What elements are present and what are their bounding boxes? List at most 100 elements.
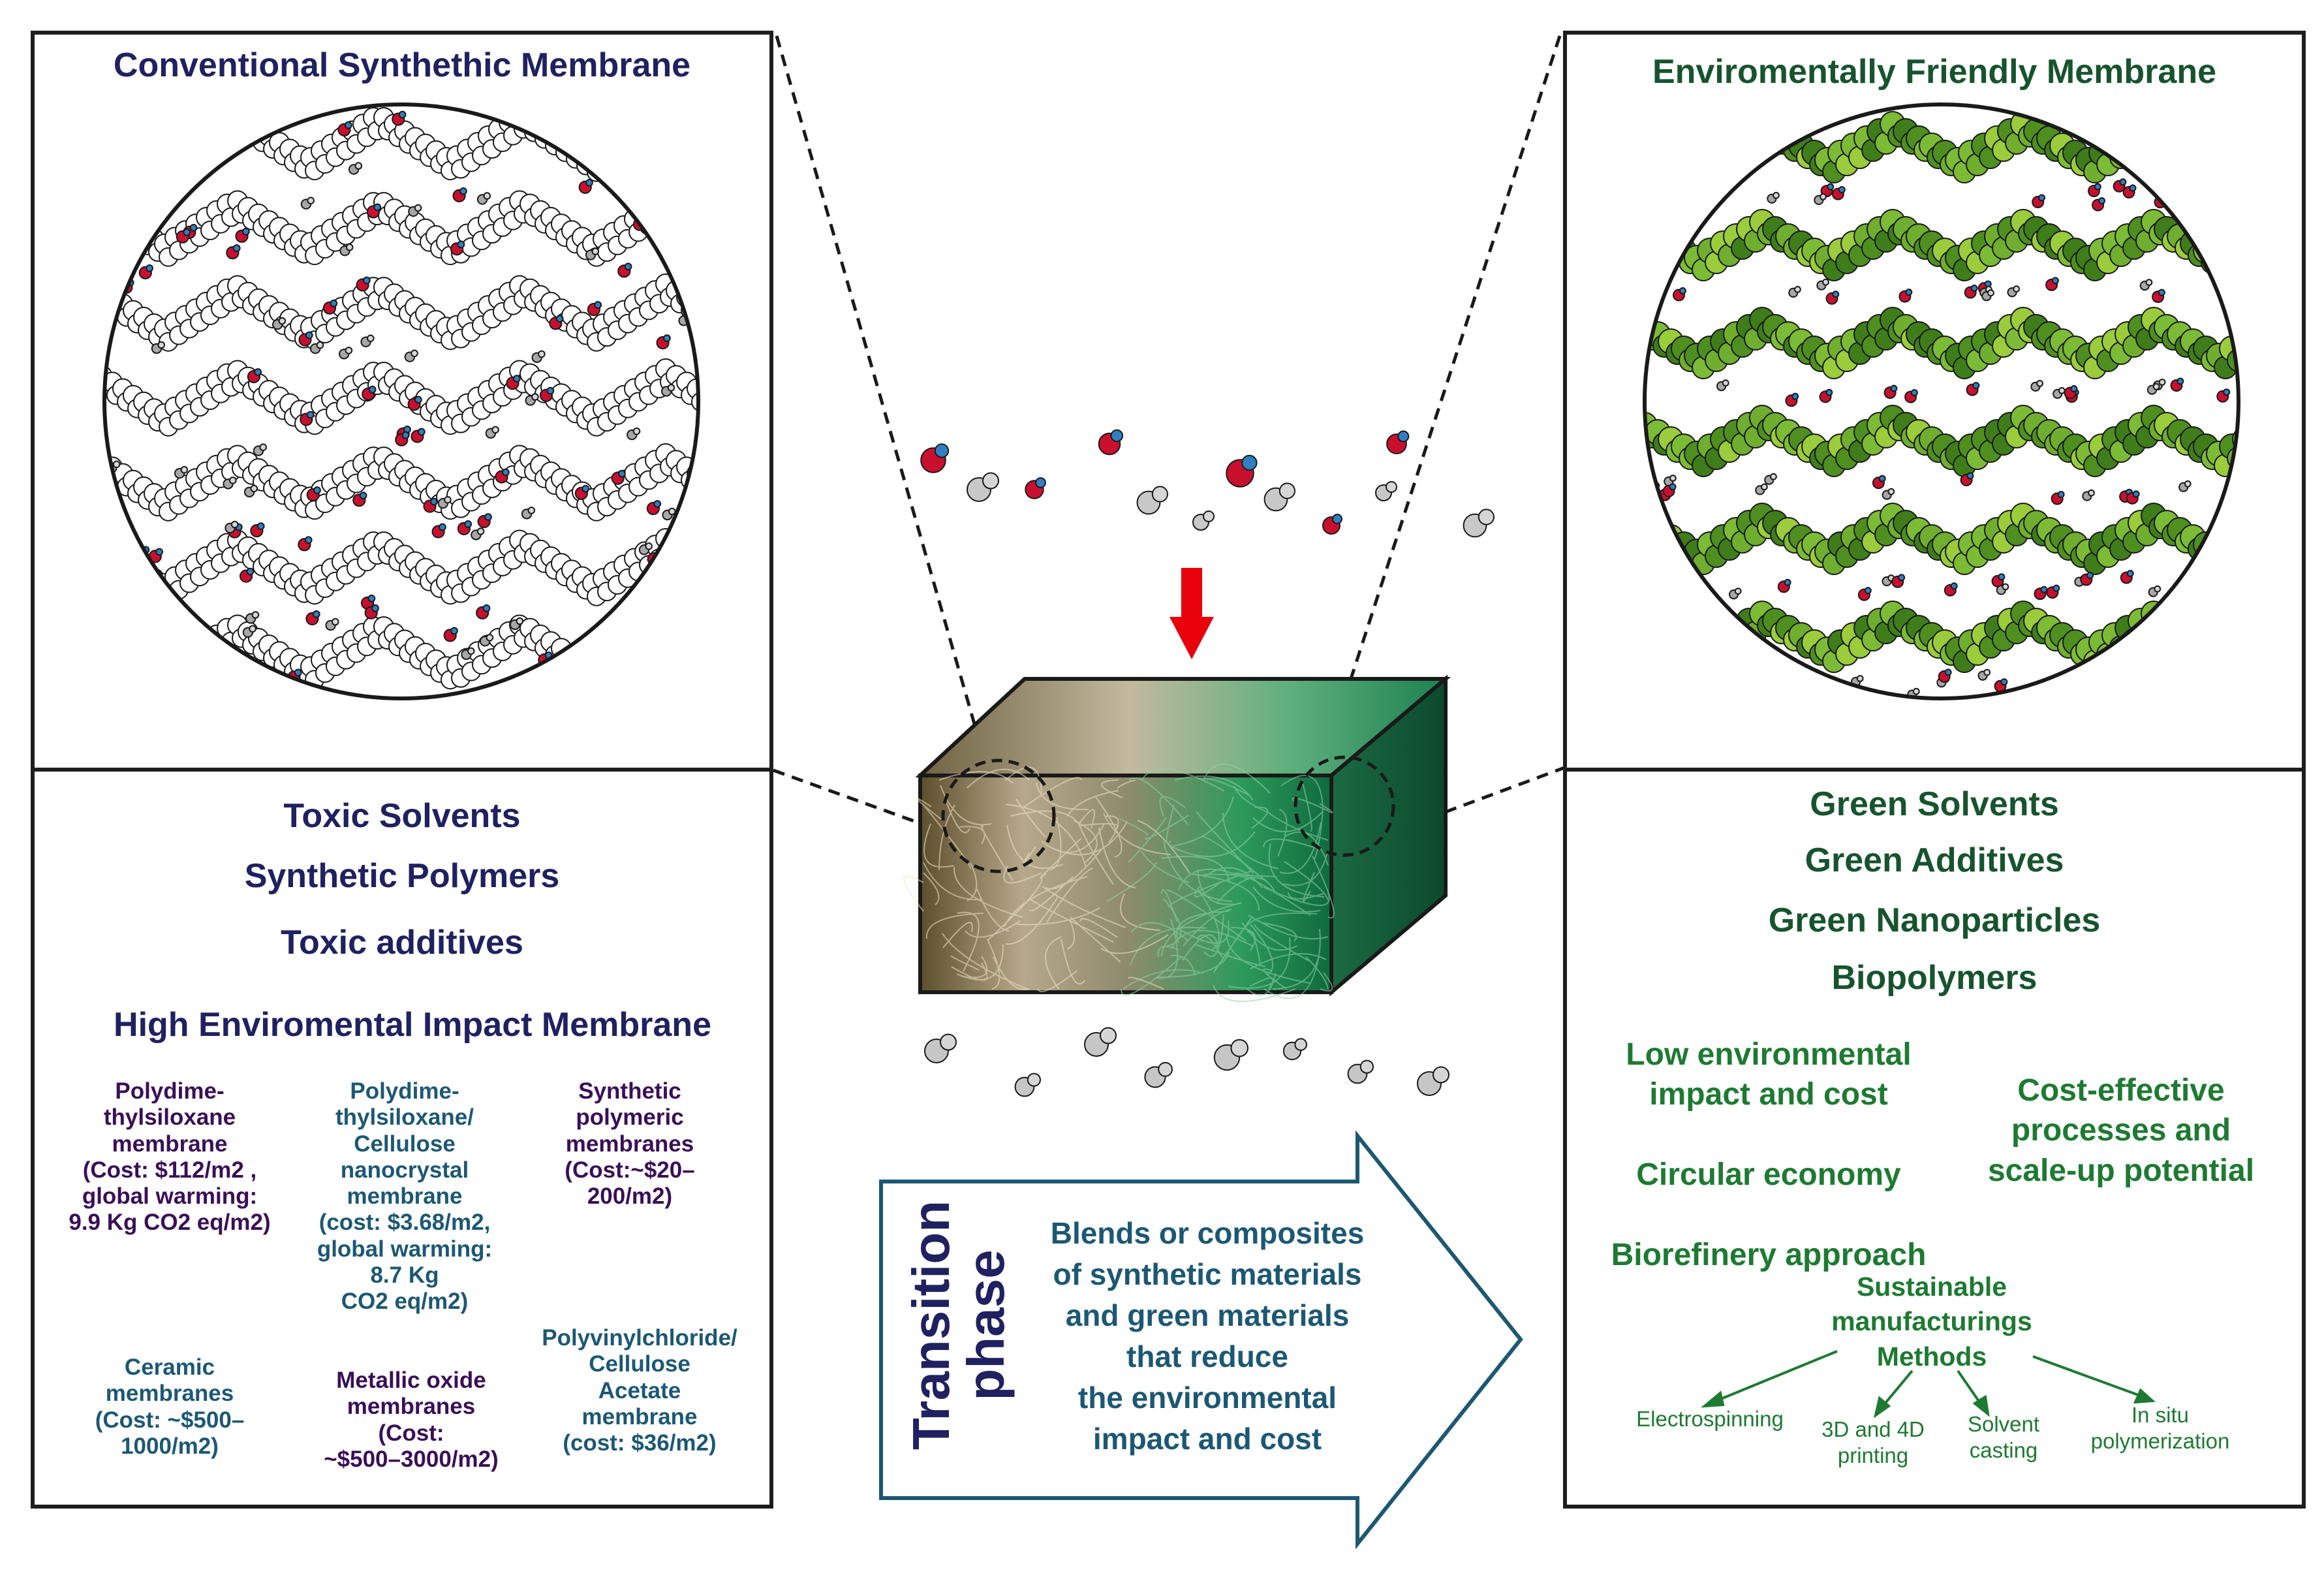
fiber-strand — [1203, 763, 1271, 794]
fiber-strand — [1145, 815, 1189, 840]
fiber-strand — [942, 933, 1028, 990]
fiber-strand — [1161, 889, 1177, 922]
water-hydrogen — [155, 548, 164, 556]
solvent-atom — [1761, 483, 1768, 491]
fiber-strand — [1222, 812, 1279, 869]
fiber-strand — [1301, 779, 1312, 832]
solvent-atom — [444, 495, 452, 504]
water-hydrogen — [624, 262, 632, 271]
water-hydrogen — [1669, 483, 1677, 491]
fiber-strand — [1292, 797, 1329, 811]
water-hydrogen — [183, 228, 191, 236]
solvent-atom — [345, 347, 353, 354]
fiber-strand — [1178, 868, 1249, 890]
water-hydrogen — [1791, 392, 1799, 400]
fiber-strand — [942, 922, 973, 948]
transition-arrow — [879, 1130, 1523, 1550]
fiber-strand — [1272, 928, 1321, 990]
solvent-atom — [527, 507, 536, 514]
water-hydrogen — [417, 428, 426, 436]
solvent-atom — [112, 460, 121, 469]
solvent-atom — [354, 162, 363, 170]
transition-description: Blends or composites of synthetic materi… — [1050, 1216, 1365, 1456]
fiber-strand — [1128, 777, 1188, 825]
water-hydrogen — [1905, 289, 1913, 296]
fiber-strand — [1196, 934, 1223, 958]
fiber-strand — [1098, 827, 1136, 888]
solvent-atom — [230, 520, 239, 529]
water-hydrogen — [1332, 514, 1342, 524]
fiber-strand — [1280, 775, 1324, 808]
fiber-strand — [1004, 876, 1088, 928]
fiber-strand — [993, 956, 1030, 990]
fiber-strand — [1194, 881, 1222, 898]
fiber-strand — [1163, 841, 1233, 902]
fiber-strand — [1118, 818, 1149, 836]
fiber-strand — [1141, 768, 1225, 792]
fiber-strand — [1049, 817, 1062, 871]
fiber-strand — [1077, 821, 1114, 885]
water-hydrogen — [555, 315, 564, 323]
water-hydrogen — [1898, 574, 1906, 582]
benefits-left-text: Low environmental impact and cost Circul… — [1611, 1037, 1927, 1273]
fiber-strand — [987, 939, 1000, 990]
fiber-strand — [1263, 886, 1330, 906]
solvent-atom — [1230, 1039, 1248, 1057]
solvent-atom — [2158, 379, 2166, 386]
solvent-atom — [591, 247, 600, 255]
metallic-oxide-membranes-text: Metallic oxide membranes (Cost: ~$500–30… — [324, 1368, 499, 1472]
solvent-atom — [2145, 279, 2153, 287]
solvent-atom — [229, 477, 237, 484]
solvent-atom — [940, 1033, 957, 1051]
fiber-strand — [1244, 912, 1318, 929]
fiber-strand — [987, 877, 1043, 941]
fiber-strand — [940, 785, 992, 826]
solvent-atom — [1027, 1072, 1042, 1087]
solvent-atom — [278, 317, 287, 325]
sustainable-manufacturing-title: Sustainable manufacturings Methods — [1831, 1272, 2032, 1371]
fiber-strand — [1106, 862, 1157, 902]
fiber-strand — [1041, 823, 1105, 853]
water-hydrogen — [1910, 389, 1918, 397]
solvent-atom — [1820, 193, 1827, 200]
benefits-right-text: Cost-effective processes and scale-up po… — [1987, 1073, 2255, 1188]
water-hydrogen — [2051, 277, 2059, 285]
fiber-strand — [1268, 843, 1325, 898]
fiber-strand — [938, 804, 955, 871]
fiber-strand — [923, 862, 983, 901]
fiber-strand — [1213, 984, 1296, 1003]
fiber-strand — [1319, 803, 1333, 813]
fiber-strand — [1226, 937, 1310, 984]
solvent-atom — [345, 243, 354, 251]
fiber-strand — [1175, 911, 1230, 943]
fiber-strand — [1195, 944, 1266, 967]
solvent-atom — [516, 617, 524, 625]
water-hydrogen — [1832, 290, 1840, 298]
fiber-strand — [1279, 822, 1322, 874]
water-hydrogen — [313, 486, 321, 494]
solvent-atom — [1478, 509, 1495, 525]
solvent-atom — [332, 618, 339, 626]
solvent-atom — [2002, 583, 2009, 591]
water-hydrogen — [2053, 584, 2060, 592]
solvent-atom — [1151, 486, 1169, 503]
molecules-below-block — [924, 1027, 1449, 1097]
manufacturing-arrows — [1700, 1350, 2156, 1418]
fiber-strand — [1183, 909, 1232, 947]
green-nanoparticles-label: Green Nanoparticles — [1768, 901, 2101, 939]
fiber-strand — [1046, 868, 1093, 923]
solvent-atom — [180, 465, 189, 474]
fiber-strand — [1248, 915, 1329, 940]
solvent-atom — [1294, 1038, 1307, 1051]
panel-conventional-bottom — [31, 768, 773, 1509]
water-hydrogen — [367, 594, 376, 603]
water-hydrogen — [2094, 183, 2101, 191]
fiber-strand — [1130, 926, 1207, 966]
fiber-strand — [1156, 951, 1230, 978]
fiber-strand — [1198, 889, 1220, 950]
water-hydrogen — [585, 179, 593, 187]
water-hydrogen — [401, 431, 410, 439]
water-hydrogen — [1950, 582, 1958, 590]
solvent-atom — [414, 204, 422, 212]
fiber-strand — [957, 911, 980, 972]
